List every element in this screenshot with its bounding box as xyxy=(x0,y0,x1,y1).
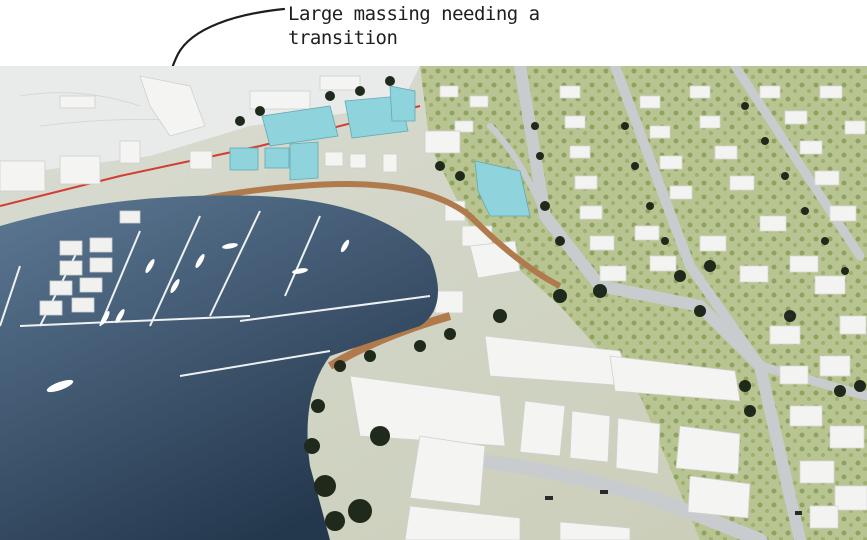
marina-water xyxy=(0,195,438,540)
trees xyxy=(235,76,866,531)
existing-massing-lower xyxy=(349,335,751,540)
aerial-rendering xyxy=(0,66,867,540)
road-network xyxy=(473,66,867,540)
annotation-line-1: Large massing needing a xyxy=(288,3,540,25)
marina-piers xyxy=(0,210,431,377)
shoreline-buildings xyxy=(324,130,521,314)
proposed-massing xyxy=(229,85,531,217)
cars xyxy=(545,314,802,515)
annotation-area: Large massing needing a transition xyxy=(0,0,867,94)
existing-houses xyxy=(439,85,867,529)
boardwalk-lower xyxy=(327,312,452,370)
existing-massing-upper xyxy=(0,75,361,192)
boats xyxy=(46,239,350,393)
boat-sheds xyxy=(39,210,141,316)
annotation-text: Large massing needing a transition xyxy=(288,2,540,50)
annotation-line-2: transition xyxy=(288,27,398,49)
distant-terrain xyxy=(0,66,420,176)
